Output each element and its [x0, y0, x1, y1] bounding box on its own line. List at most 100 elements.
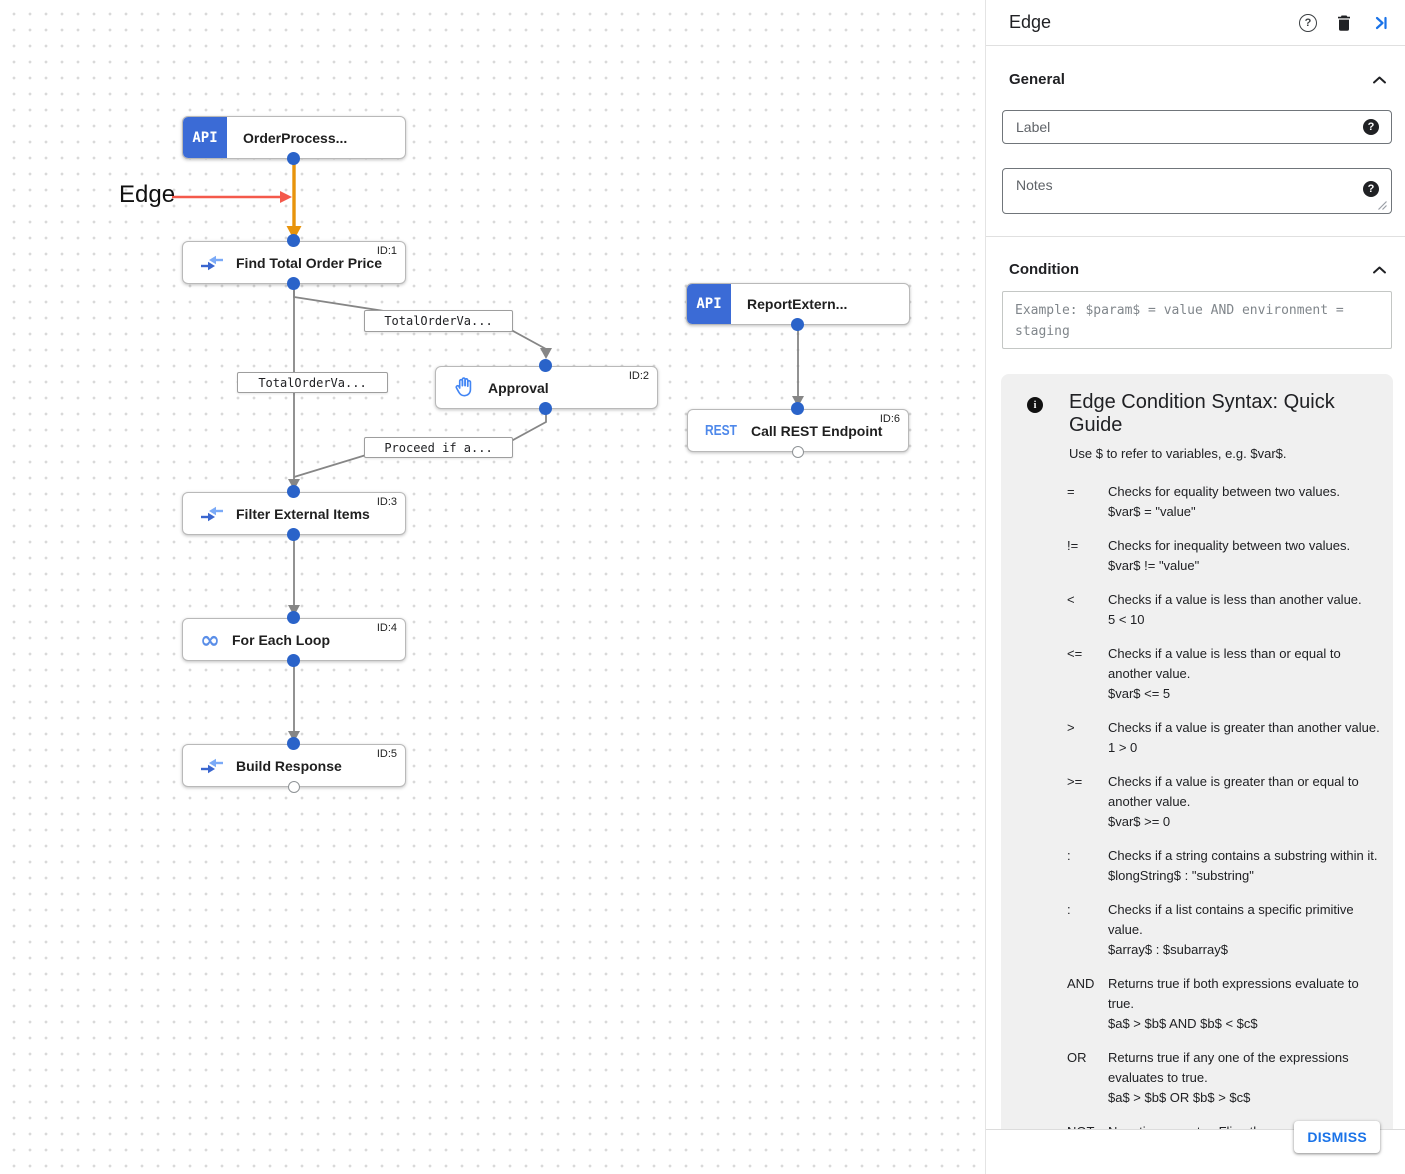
node-id-badge: ID:4	[376, 622, 397, 634]
operator: :	[1067, 902, 1071, 917]
operator: =	[1067, 484, 1075, 499]
guide-item: >= Checks if a value is greater than or …	[1067, 772, 1381, 832]
condition-syntax-guide: i Edge Condition Syntax: Quick Guide Use…	[1001, 374, 1393, 1174]
edge-label-from-approval[interactable]: Proceed if a...	[364, 437, 513, 458]
connector-port[interactable]	[287, 737, 300, 750]
operator-description: Returns true if both expressions evaluat…	[1108, 976, 1359, 1011]
operator-example: $var$ = "value"	[1108, 504, 1196, 519]
connector-port[interactable]	[791, 402, 804, 415]
section-divider	[986, 236, 1405, 237]
node-label: Approval	[488, 379, 549, 396]
node-label: OrderProcess...	[243, 129, 348, 146]
panel-header: Edge ?	[986, 0, 1405, 46]
guide-item: != Checks for inequality between two val…	[1067, 536, 1381, 576]
node-label: Build Response	[236, 757, 342, 774]
operator-example: $a$ > $b$ OR $b$ > $c$	[1108, 1090, 1251, 1105]
guide-item: : Checks if a list contains a specific p…	[1067, 900, 1381, 960]
node-order-process-trigger[interactable]: API OrderProcess...	[182, 116, 406, 159]
operator-example: $array$ : $subarray$	[1108, 942, 1228, 957]
guide-subtitle: Use $ to refer to variables, e.g. $var$.	[1069, 446, 1287, 461]
node-id-badge: ID:1	[376, 245, 397, 257]
edge-approval-to-filter[interactable]	[293, 409, 547, 478]
guide-item: <= Checks if a value is less than or equ…	[1067, 644, 1381, 704]
guide-title: Edge Condition Syntax: Quick Guide	[1069, 391, 1335, 436]
operator-example: 1 > 0	[1108, 740, 1138, 755]
connector-port[interactable]	[287, 234, 300, 247]
chevron-up-icon[interactable]	[1372, 265, 1387, 275]
operator: >	[1067, 720, 1075, 735]
arrowhead	[288, 479, 300, 490]
annotation-arrowhead	[280, 191, 292, 203]
operator-example: 5 < 10	[1108, 612, 1145, 627]
info-icon: i	[1027, 397, 1043, 413]
node-label: Filter External Items	[236, 505, 370, 522]
node-call-rest-endpoint[interactable]: REST Call REST Endpoint ID:6	[687, 409, 909, 452]
arrowhead	[792, 396, 804, 407]
edge-layer	[172, 159, 804, 742]
node-id-badge: ID:6	[879, 413, 900, 425]
guide-item: AND Returns true if both expressions eva…	[1067, 974, 1381, 1034]
notes-input[interactable]	[1003, 169, 1391, 213]
collapse-panel-icon[interactable]	[1371, 14, 1389, 32]
operator: >=	[1067, 774, 1083, 789]
connector-port-empty[interactable]	[792, 446, 804, 458]
arrowhead	[288, 731, 300, 742]
api-trigger-icon: API	[687, 284, 731, 324]
notes-help-icon[interactable]: ?	[1363, 181, 1379, 197]
connector-port[interactable]	[287, 485, 300, 498]
edge-label-to-approval[interactable]: TotalOrderVa...	[364, 310, 513, 332]
node-for-each-loop[interactable]: ∞ For Each Loop ID:4	[182, 618, 406, 661]
operator-description: Checks if a value is greater than anothe…	[1108, 720, 1380, 735]
guide-item: > Checks if a value is greater than anot…	[1067, 718, 1381, 758]
operator-description: Checks if a value is less than another v…	[1108, 592, 1362, 607]
operator-example: $a$ > $b$ AND $b$ < $c$	[1108, 1016, 1258, 1031]
operator-description: Checks for inequality between two values…	[1108, 538, 1351, 553]
condition-input[interactable]	[1015, 300, 1379, 340]
connector-port[interactable]	[287, 611, 300, 624]
guide-item: : Checks if a string contains a substrin…	[1067, 846, 1381, 886]
workflow-canvas[interactable]: Edge API OrderProcess... Find Total Orde…	[0, 0, 985, 1174]
edge-label-to-filter[interactable]: TotalOrderVa...	[237, 372, 388, 393]
connector-port[interactable]	[287, 528, 300, 541]
operator: OR	[1067, 1050, 1087, 1065]
operator-description: Checks if a list contains a specific pri…	[1108, 902, 1354, 937]
chevron-up-icon[interactable]	[1372, 75, 1387, 85]
guide-item: OR Returns true if any one of the expres…	[1067, 1048, 1381, 1108]
connector-port[interactable]	[287, 152, 300, 165]
edge-annotation-label: Edge	[119, 181, 176, 208]
operator-description: Checks if a value is greater than or equ…	[1108, 774, 1359, 809]
data-mapping-icon	[200, 255, 224, 271]
connector-port[interactable]	[287, 654, 300, 667]
node-approval[interactable]: Approval ID:2	[435, 366, 658, 409]
operator-description: Checks if a string contains a substring …	[1108, 848, 1378, 863]
help-icon[interactable]: ?	[1299, 13, 1317, 32]
dismiss-button[interactable]: DISMISS	[1294, 1121, 1380, 1153]
guide-items: = Checks for equality between two values…	[1067, 482, 1381, 1174]
node-id-badge: ID:3	[376, 496, 397, 508]
general-section-header[interactable]: General	[986, 71, 1405, 88]
loop-icon: ∞	[200, 625, 220, 654]
connector-port[interactable]	[791, 318, 804, 331]
connector-port[interactable]	[539, 402, 552, 415]
edge-orderprocess-arrowhead	[286, 226, 302, 240]
operator-description: Returns true if any one of the expressio…	[1108, 1050, 1349, 1085]
node-find-total-order-price[interactable]: Find Total Order Price ID:1	[182, 241, 406, 284]
label-help-icon[interactable]: ?	[1363, 119, 1379, 135]
node-label: Find Total Order Price	[236, 254, 382, 271]
connector-port[interactable]	[287, 277, 300, 290]
notes-field-wrapper: ?	[1002, 168, 1392, 214]
connector-port-empty[interactable]	[288, 781, 300, 793]
label-input[interactable]	[1003, 111, 1391, 143]
guide-item: = Checks for equality between two values…	[1067, 482, 1381, 522]
delete-edge-icon[interactable]	[1336, 14, 1352, 32]
operator: <=	[1067, 646, 1083, 661]
condition-section-header[interactable]: Condition	[986, 261, 1405, 278]
resize-grip-icon[interactable]	[1378, 201, 1387, 210]
arrowhead	[288, 605, 300, 616]
rest-icon: REST	[705, 422, 738, 439]
connector-port[interactable]	[539, 359, 552, 372]
operator-description: Checks if a value is less than or equal …	[1108, 646, 1341, 681]
label-field-wrapper: ?	[1002, 110, 1392, 144]
condition-heading: Condition	[1009, 261, 1079, 278]
